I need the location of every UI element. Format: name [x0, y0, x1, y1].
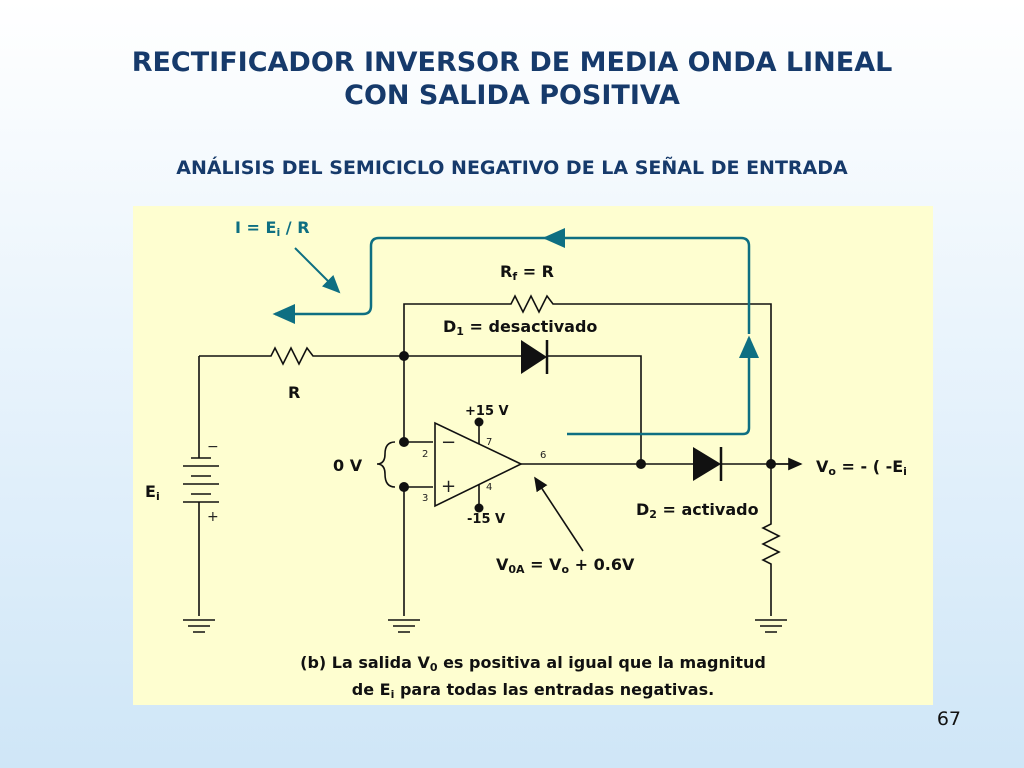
battery-minus-sign: − [207, 439, 219, 455]
current-path-return [272, 236, 553, 324]
page-subtitle: ANÁLISIS DEL SEMICICLO NEGATIVO DE LA SE… [176, 157, 848, 179]
wire-noninv [403, 486, 433, 616]
circuit-panel: I = Ei / R Rf = R D1 = desactivado R +15… [133, 206, 933, 705]
figure-caption: (b) La salida V0 es positiva al igual qu… [133, 652, 933, 706]
node-dot [766, 459, 776, 469]
circuit-diagram [183, 228, 803, 633]
node-dot [399, 351, 409, 361]
load-resistor [761, 464, 781, 616]
node-dot [399, 482, 409, 492]
diode-d2 [693, 447, 721, 481]
wire-rf [403, 294, 772, 464]
opamp-plus-sign: + [441, 476, 457, 497]
title-line-2: CON SALIDA POSITIVA [344, 80, 680, 111]
d2-label: D2 = activado [636, 500, 759, 521]
diode-d1 [521, 340, 547, 374]
ground-mid [388, 619, 420, 633]
d1-label: D1 = desactivado [443, 317, 598, 338]
opamp [434, 421, 523, 508]
node-dot [474, 417, 484, 427]
current-path-top [542, 228, 751, 334]
vplus-label: +15 V [465, 404, 509, 419]
pin-4-label: 4 [486, 482, 493, 493]
current-path [567, 335, 759, 436]
pin-3-label: 3 [422, 493, 429, 504]
rf-label: Rf = R [500, 262, 554, 283]
caption-line-1: (b) La salida V0 es positiva al igual qu… [300, 653, 766, 674]
zero-v-label: 0 V [333, 456, 363, 475]
battery-plus-sign: + [207, 509, 219, 525]
arrow-v0a [534, 476, 584, 552]
arrow-current-label [294, 247, 341, 294]
ground-left [183, 619, 215, 633]
vo-label: Vo = - ( -Ei [816, 457, 907, 478]
v0a-label: V0A = Vo + 0.6V [496, 555, 635, 576]
node-dot [399, 437, 409, 447]
node-dot [474, 503, 484, 513]
title-line-1: RECTIFICADOR INVERSOR DE MEDIA ONDA LINE… [131, 47, 893, 78]
page-title: RECTIFICADOR INVERSOR DE MEDIA ONDA LINE… [40, 46, 984, 112]
pin-7-label: 7 [486, 437, 493, 448]
ground-right [755, 619, 787, 633]
battery [183, 457, 219, 503]
ei-label: Ei [145, 482, 160, 503]
wire-d1 [404, 355, 642, 464]
zero-v-brace [376, 441, 396, 488]
r-label: R [288, 383, 301, 402]
wire-input-top [199, 346, 404, 366]
wire-inv [403, 356, 433, 443]
opamp-minus-sign: − [441, 432, 457, 453]
caption-line-2: de Ei para todas las entradas negativas. [351, 680, 715, 701]
vminus-label: -15 V [467, 512, 506, 527]
pin-6-label: 6 [540, 450, 547, 461]
page-number: 67 [936, 708, 961, 730]
pin-2-label: 2 [422, 449, 429, 460]
node-dot [636, 459, 646, 469]
current-label: I = Ei / R [235, 218, 310, 239]
